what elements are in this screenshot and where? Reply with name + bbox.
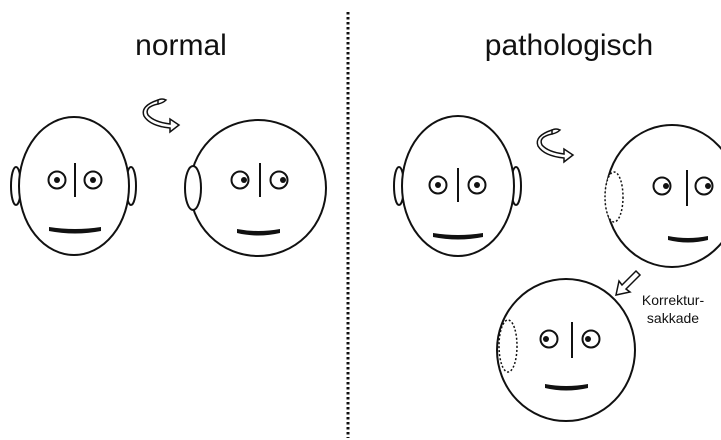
left-pupil <box>543 336 549 342</box>
rotation-arrow-icon <box>143 99 179 132</box>
panel-title-pathologisch: pathologisch <box>485 29 653 62</box>
left-ear <box>605 172 623 222</box>
left-pupil <box>241 177 247 183</box>
left-pupil <box>435 182 441 188</box>
right-pupil <box>280 177 286 183</box>
left-ear <box>185 166 201 210</box>
head-turned-normal <box>185 120 326 256</box>
annotation-line-1: Korrektur- <box>642 292 705 308</box>
right-pupil <box>474 182 480 188</box>
rotation-arrow-icon <box>537 129 573 162</box>
face-outline <box>190 120 326 256</box>
head-frontal-normal <box>11 117 136 255</box>
diagonal-arrow-icon <box>616 271 640 295</box>
face-outline <box>497 279 635 421</box>
right-pupil <box>585 336 591 342</box>
head-after-correction <box>497 279 635 421</box>
right-pupil <box>705 183 711 189</box>
left-pupil <box>663 183 669 189</box>
left-ear <box>499 320 517 372</box>
panel-title-normal: normal <box>135 29 227 62</box>
head-frontal-pathologisch <box>394 116 521 256</box>
right-pupil <box>90 177 96 183</box>
left-pupil <box>54 177 60 183</box>
head-turned-pathologisch <box>605 125 721 267</box>
face-outline <box>606 125 721 267</box>
annotation-line-2: sakkade <box>647 310 699 326</box>
